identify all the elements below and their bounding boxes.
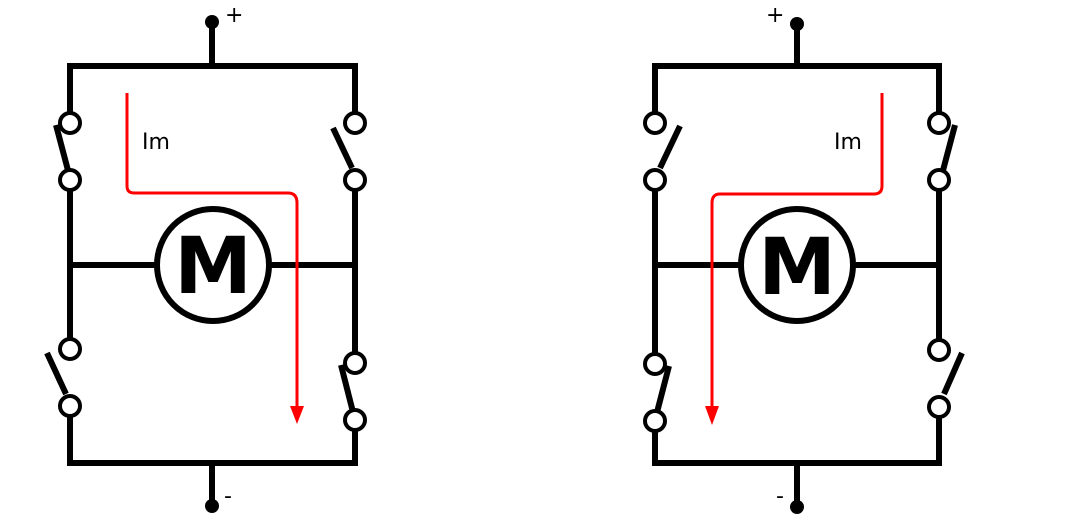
current-path (125, 93, 299, 408)
switch-s4-open (927, 338, 965, 419)
motor-label: M (758, 223, 836, 313)
motor (738, 206, 856, 324)
current-arrowhead (290, 406, 304, 424)
negative-label: - (224, 484, 232, 509)
switch-s1-open (643, 111, 683, 192)
h-bridge-right: + - (643, 3, 965, 514)
switch-s2-open (44, 337, 82, 418)
positive-terminal (205, 15, 219, 29)
negative-label: - (776, 484, 784, 509)
positive-terminal (790, 17, 804, 31)
switch-s3-closed (927, 111, 958, 192)
negative-terminal (790, 500, 804, 514)
current-label: Im (142, 130, 170, 155)
positive-label: + (766, 3, 784, 28)
current-path (710, 93, 884, 408)
switch-s1-closed (53, 111, 82, 192)
switch-s3-open (330, 111, 367, 192)
h-bridge-left: + - (44, 3, 367, 513)
motor-label: M (174, 222, 252, 312)
negative-terminal (205, 499, 219, 513)
switch-s2-closed (643, 352, 672, 433)
switch-s4-closed (338, 351, 367, 432)
current-arrowhead (705, 406, 719, 425)
positive-label: + (225, 3, 243, 28)
motor (154, 206, 272, 324)
current-label: Im (834, 130, 862, 155)
